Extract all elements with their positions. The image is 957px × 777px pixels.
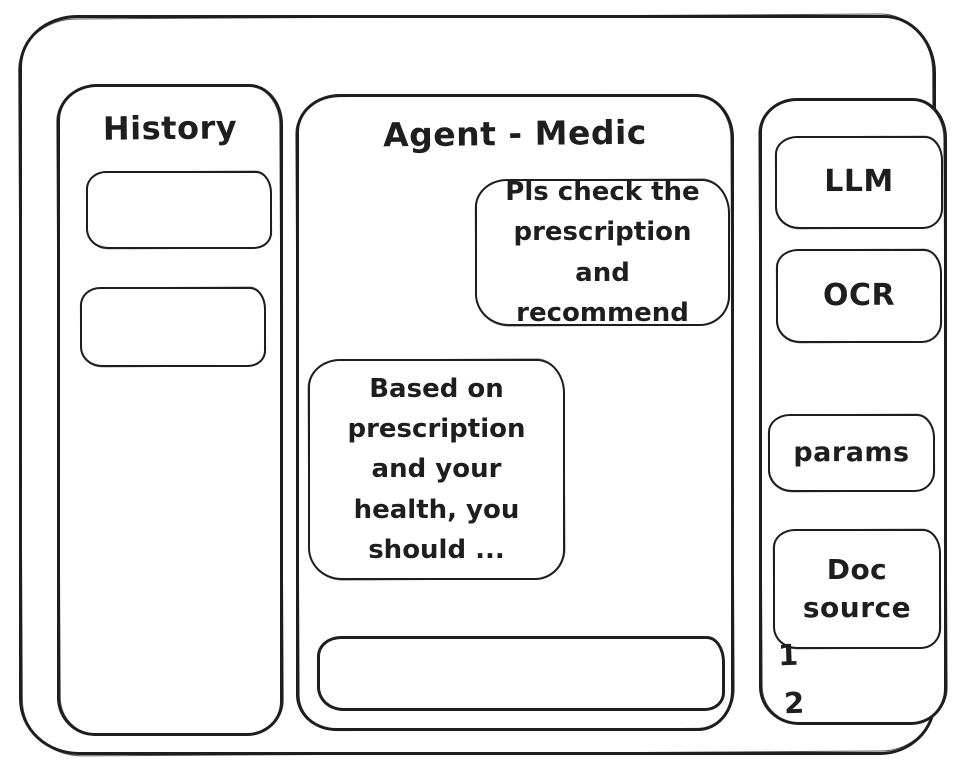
history-sidebar: History xyxy=(57,84,283,736)
doc-source-button[interactable]: Doc source xyxy=(773,529,941,649)
ocr-button[interactable]: OCR xyxy=(776,249,942,343)
history-item[interactable] xyxy=(86,171,272,249)
chat-panel: Agent - Medic Pls check the prescription… xyxy=(296,94,734,731)
history-item[interactable] xyxy=(80,287,266,367)
params-button[interactable]: params xyxy=(768,414,935,492)
doc-source-item-1[interactable]: 1 xyxy=(777,637,799,673)
chat-title: Agent - Medic xyxy=(382,112,648,155)
doc-source-item-2[interactable]: 2 xyxy=(783,685,805,721)
llm-button[interactable]: LLM xyxy=(775,136,943,229)
user-message-bubble: Pls check the prescription and recommend xyxy=(475,177,730,328)
app-window-frame: History Agent - Medic Pls check the pres… xyxy=(19,15,947,755)
assistant-message-bubble: Based on prescription and your health, y… xyxy=(308,359,565,580)
tools-sidebar: LLM OCR params Doc source 1 2 xyxy=(759,98,947,725)
message-input[interactable] xyxy=(317,636,725,711)
history-title: History xyxy=(102,108,238,148)
